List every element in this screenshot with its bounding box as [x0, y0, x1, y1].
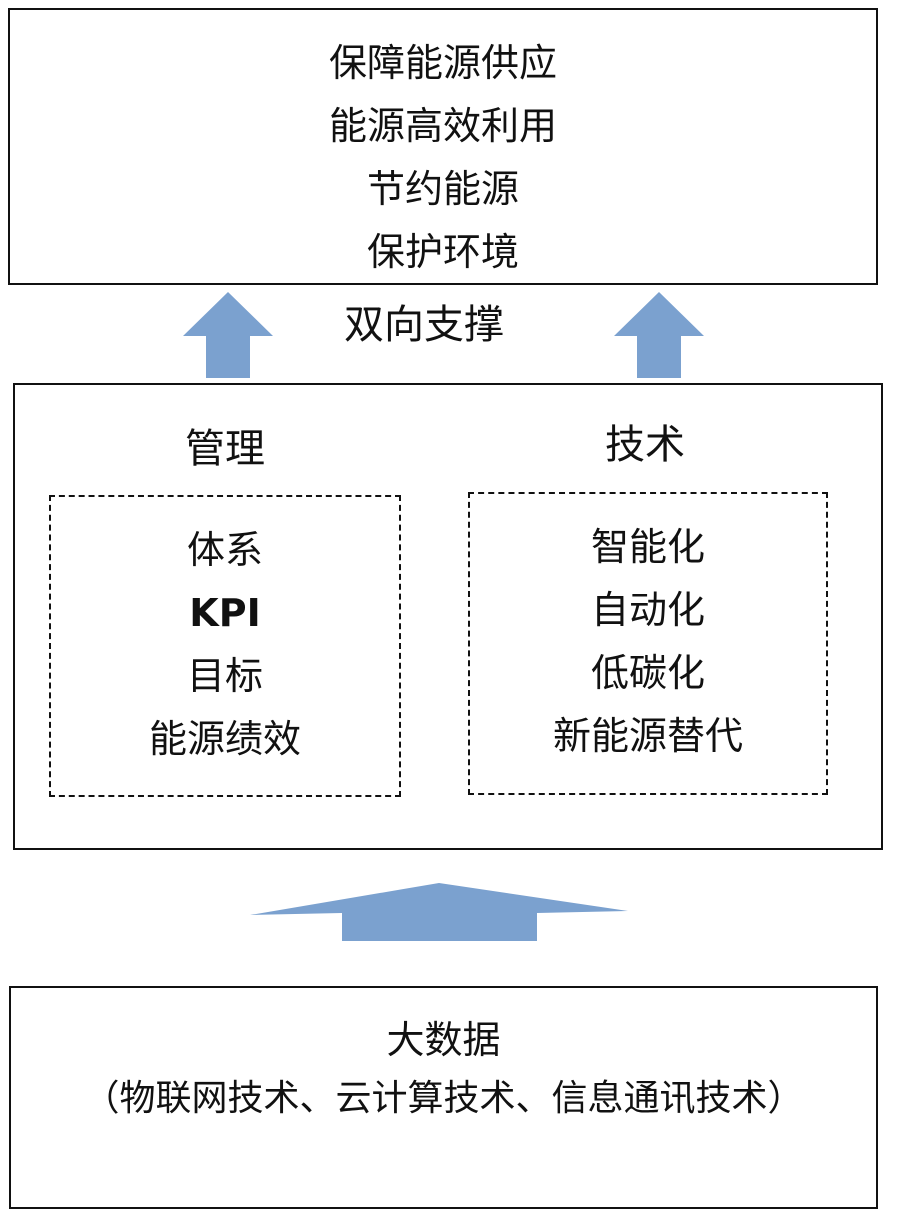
- left-up-arrow-shape: [183, 292, 273, 378]
- management-item: KPI: [189, 591, 261, 635]
- left-up-arrow-icon: [183, 292, 273, 378]
- goal-item: 能源高效利用: [328, 104, 557, 148]
- management-box: 体系 KPI 目标 能源绩效: [49, 495, 401, 797]
- wide-up-arrow-shape: [250, 883, 628, 941]
- management-item: 目标: [186, 654, 263, 698]
- technology-item: 低碳化: [590, 651, 705, 695]
- right-up-arrow-icon: [614, 292, 704, 378]
- goals-box: 保障能源供应 能源高效利用 节约能源 保护环境: [8, 8, 878, 285]
- foundation-subtitle: （物联网技术、云计算技术、信息通讯技术）: [83, 1078, 804, 1119]
- foundation-box: 大数据 （物联网技术、云计算技术、信息通讯技术）: [9, 986, 878, 1209]
- management-item: 体系: [186, 528, 263, 572]
- foundation-title: 大数据: [386, 1018, 501, 1062]
- support-label: 双向支撑: [344, 302, 504, 348]
- right-up-arrow-shape: [614, 292, 704, 378]
- technology-item: 新能源替代: [552, 714, 743, 758]
- technology-item: 智能化: [590, 525, 705, 569]
- technology-item: 自动化: [590, 588, 705, 632]
- goal-item: 节约能源: [366, 167, 519, 211]
- means-box: 管理 技术: [13, 383, 883, 850]
- technology-box: 智能化 自动化 低碳化 新能源替代: [468, 492, 828, 795]
- wide-up-arrow-icon: [250, 883, 628, 941]
- technology-title: 技术: [605, 422, 685, 468]
- goal-item: 保障能源供应: [328, 41, 557, 85]
- goal-item: 保护环境: [366, 230, 519, 274]
- management-title: 管理: [185, 426, 265, 472]
- management-item: 能源绩效: [148, 717, 301, 761]
